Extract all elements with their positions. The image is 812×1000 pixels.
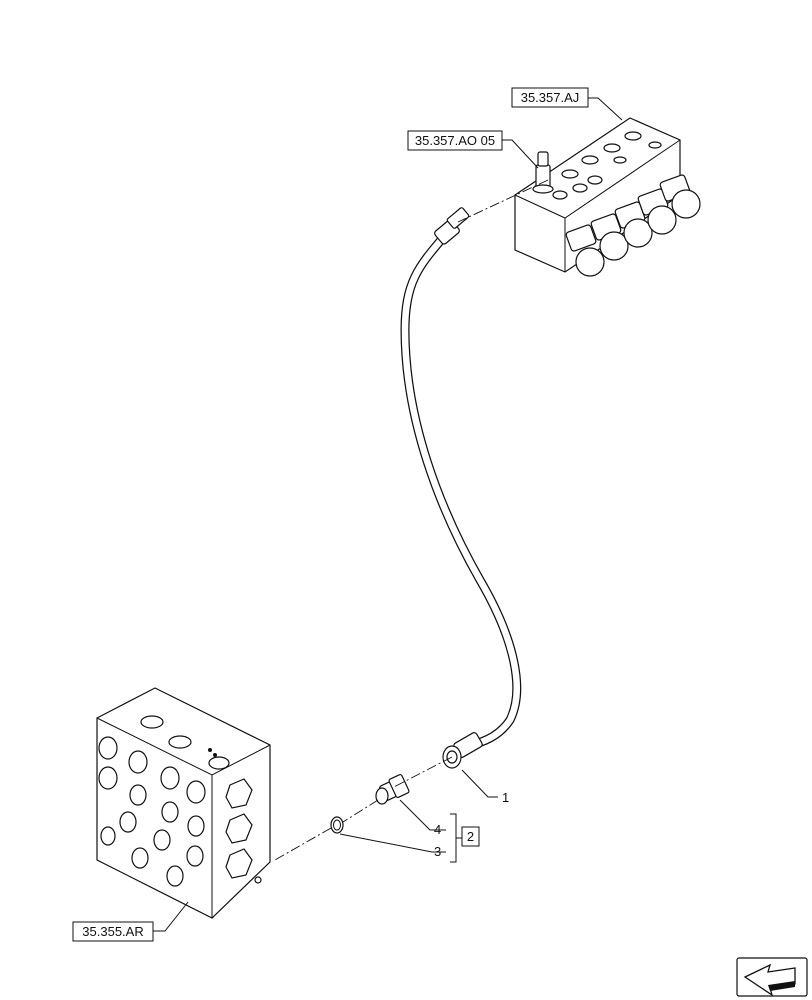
leader-upper-valve <box>588 97 623 121</box>
upper-elbow-fitting <box>532 151 554 194</box>
leader-callout-1 <box>461 769 498 798</box>
ref-box-upper-fitting[interactable]: 35.357.AO 05 <box>407 130 503 151</box>
hose-lower-end-fitting <box>442 732 483 769</box>
ref-box-upper-valve[interactable]: 35.357.AJ <box>511 87 589 108</box>
leader-callout-3 <box>339 833 446 853</box>
ref-label-lower-valve: 35.355.AR <box>82 924 143 939</box>
ref-label-upper-valve: 35.357.AJ <box>521 90 580 105</box>
kit-bracket <box>450 813 457 863</box>
ref-label-upper-fitting: 35.357.AO 05 <box>415 133 495 148</box>
arrow-icon[interactable] <box>736 957 808 997</box>
solenoid-cartridges <box>565 174 701 277</box>
centerline-adapter <box>391 756 453 789</box>
leader-callout-4 <box>399 799 446 831</box>
callout-4: 4 <box>434 822 441 837</box>
callout-3: 3 <box>434 844 441 859</box>
adapter-fitting <box>375 774 410 805</box>
centerline-lower <box>274 827 332 861</box>
upper-control-valve <box>514 117 701 277</box>
hose-upper-end-fitting <box>434 207 470 245</box>
o-ring <box>330 816 344 834</box>
leader-upper-fitting <box>502 139 539 169</box>
lower-valve-ports <box>98 736 206 887</box>
hydraulic-hose <box>400 207 522 769</box>
centerline-oring <box>342 799 379 823</box>
lower-control-valve <box>96 687 271 919</box>
ref-box-lower-valve[interactable]: 35.355.AR <box>72 921 154 942</box>
callout-1: 1 <box>502 790 509 805</box>
centerline-upper <box>457 179 549 223</box>
leader-lower-valve <box>153 901 189 932</box>
callout-2: 2 <box>467 829 474 844</box>
kit-box[interactable]: 2 <box>461 826 480 847</box>
lower-valve-plugs <box>225 778 262 884</box>
